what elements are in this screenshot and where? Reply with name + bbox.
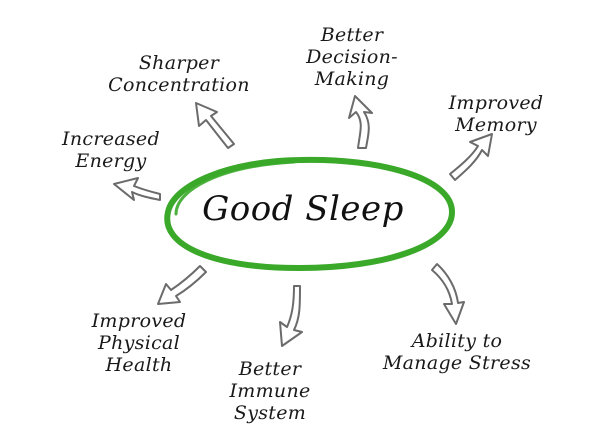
label-better-decision-making: Better Decision- Making (306, 24, 398, 90)
center-label: Good Sleep (202, 189, 404, 229)
label-sharper-concentration: Sharper Concentration (108, 52, 250, 96)
arrow-sharper-concentration (195, 102, 235, 149)
arrow-increased-energy (113, 177, 161, 201)
arrow-improved-memory (449, 133, 493, 181)
label-better-immune-system: Better Immune System (229, 358, 311, 424)
center-ellipse (164, 156, 456, 272)
arrow-better-decision-making (348, 95, 373, 149)
label-improved-memory: Improved Memory (448, 92, 544, 136)
arrow-better-immune-system (279, 285, 303, 347)
arrow-ability-to-manage-stress (431, 263, 465, 325)
arrow-improved-physical-health (157, 265, 207, 305)
label-improved-physical-health: Improved Physical Health (91, 310, 187, 376)
label-increased-energy: Increased Energy (62, 128, 160, 172)
label-ability-to-manage-stress: Ability to Manage Stress (382, 330, 532, 374)
